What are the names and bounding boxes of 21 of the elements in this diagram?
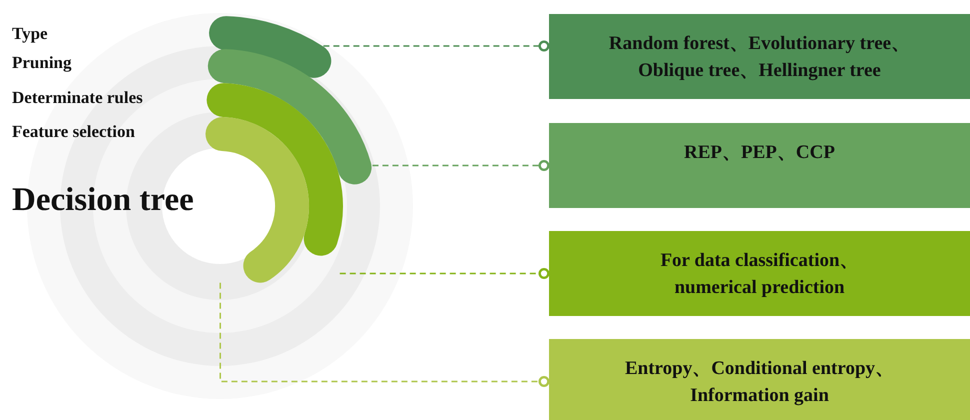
category-box	[549, 339, 970, 420]
category-box	[549, 14, 970, 99]
dashed-connector	[372, 160, 550, 171]
box-text: Entropy、Conditional entropy、Information gain	[624, 357, 896, 408]
box-text: For data classification、numerical prediction	[659, 249, 860, 300]
diagram-title: Decision tree	[12, 182, 194, 219]
category-box	[549, 123, 970, 208]
dashed-connector	[323, 40, 550, 52]
box-text: REP、PEP、CCP	[683, 141, 836, 165]
category-label: Type	[12, 24, 48, 44]
arc-bar	[206, 117, 309, 283]
category-box	[549, 231, 970, 316]
arc-bar	[208, 49, 372, 184]
box-text: Random forest、Evolutionary tree、Oblique tree、Hellingner tree	[608, 32, 912, 83]
category-label: Feature selection	[12, 122, 135, 142]
dashed-connector	[220, 282, 550, 387]
arc-bar	[206, 83, 343, 256]
category-label: Determinate rules	[12, 88, 143, 108]
category-label: Pruning	[12, 53, 72, 73]
arc-bar	[209, 16, 332, 78]
dashed-connector	[340, 268, 550, 279]
